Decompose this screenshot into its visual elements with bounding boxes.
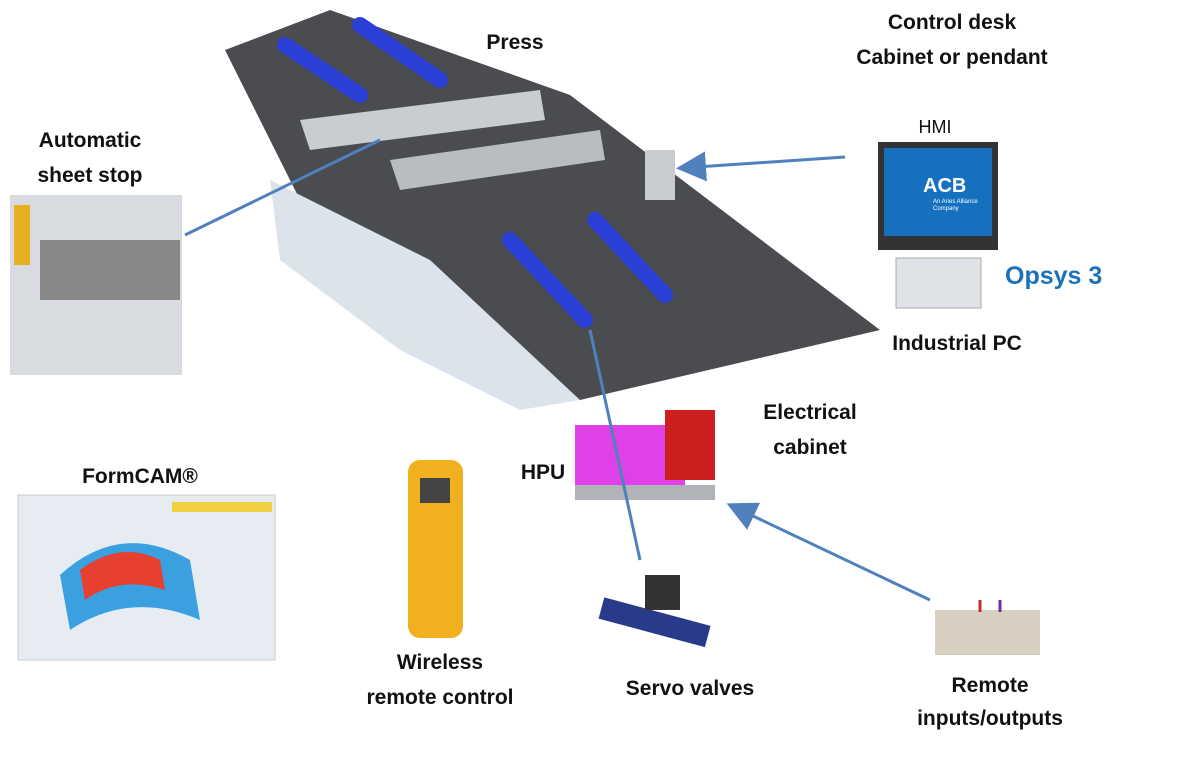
svg-text:ACB: ACB — [923, 175, 966, 197]
sheet-stop-label-2: sheet stop — [37, 164, 143, 187]
press-label: Press — [486, 31, 544, 54]
control-desk-label: Control desk — [887, 11, 1017, 34]
formcam-label: FormCAM® — [82, 465, 198, 488]
remote-io-label-2: inputs/outputs — [917, 707, 1063, 730]
servo-valve-image — [598, 575, 711, 648]
sheet-stop-photo — [10, 195, 182, 375]
wireless-remote-label: Wireless — [396, 651, 484, 674]
sheet-stop-connector — [184, 138, 381, 237]
control-desk-arrow — [676, 151, 846, 182]
wireless-remote-label-2: remote control — [366, 686, 514, 709]
electrical-cabinet-label-2: cabinet — [773, 436, 847, 459]
hmi-monitor: ACB An Aries Alliance Company — [878, 142, 998, 250]
servo-connector — [588, 329, 642, 561]
electrical-cabinet-label: Electrical — [763, 401, 857, 424]
press-illustration — [225, 10, 880, 410]
hpu-label: HPU — [520, 461, 566, 484]
servo-valves-label: Servo valves — [625, 677, 755, 700]
remote-io-image — [935, 600, 1040, 655]
sheet-stop-label: Automatic — [38, 129, 142, 152]
svg-text:Company: Company — [933, 206, 959, 212]
svg-text:An Aries Alliance: An Aries Alliance — [933, 199, 978, 205]
wireless-remote-image — [408, 460, 463, 638]
remote-io-label: Remote — [951, 674, 1029, 697]
formcam-screenshot — [17, 494, 276, 661]
industrial-pc-label: Industrial PC — [892, 332, 1022, 355]
remote-io-arrow — [726, 502, 931, 602]
opsys-label: Opsys 3 — [1005, 262, 1103, 290]
industrial-pc-image — [895, 257, 982, 309]
control-desk-sublabel: Cabinet or pendant — [856, 46, 1048, 69]
hmi-label: HMI — [918, 117, 952, 137]
hpu-illustration — [575, 410, 715, 500]
